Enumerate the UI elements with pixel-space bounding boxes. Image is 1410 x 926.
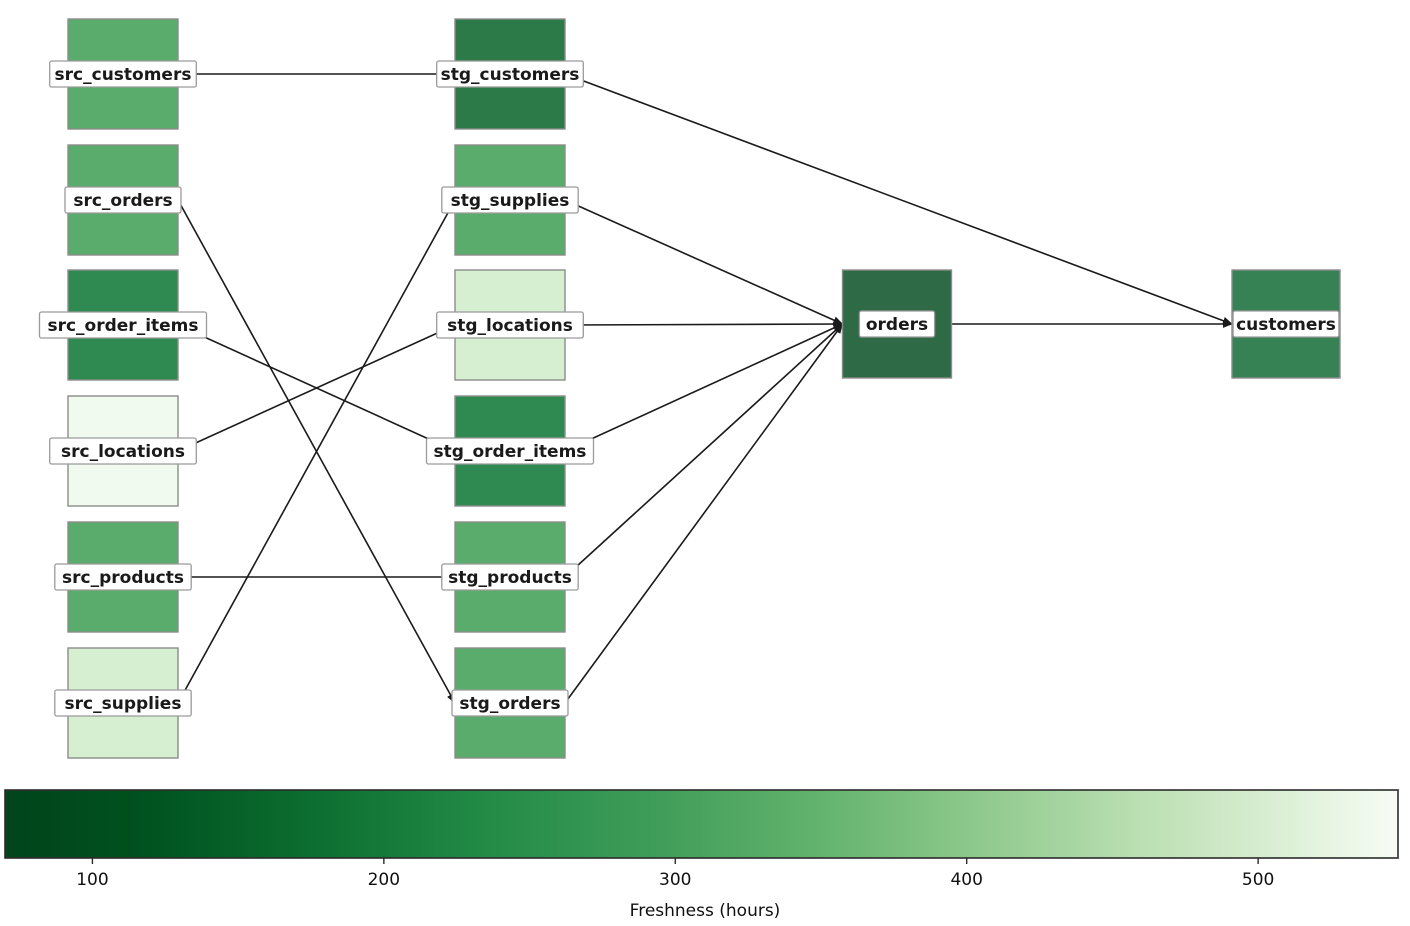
node-label-plate-stg_order_items bbox=[425, 437, 595, 465]
node-label-plate-orders bbox=[858, 310, 936, 338]
node-label-stg_supplies: stg_supplies bbox=[441, 186, 579, 214]
colorbar-group: 100 200 300 400 500 Freshness (hours) bbox=[4, 789, 1399, 921]
node-label-stg_locations: stg_locations bbox=[436, 311, 584, 339]
node-label-src_locations: src_locations bbox=[49, 437, 197, 465]
node-label-plate-stg_locations bbox=[436, 311, 584, 339]
node-label-plate-stg_customers bbox=[436, 60, 584, 88]
colorbar-ticks: 100 200 300 400 500 bbox=[76, 858, 1274, 890]
colorbar-gradient bbox=[4, 789, 1399, 859]
edge-stg_customers-to-customers bbox=[564, 73, 1233, 325]
edge-stg_supplies-to-orders bbox=[564, 199, 844, 325]
colorbar-tick-label-500: 500 bbox=[1242, 870, 1274, 890]
node-label-src_supplies: src_supplies bbox=[54, 689, 192, 717]
edge-stg_orders-to-orders bbox=[564, 323, 844, 704]
node-label-text-src_locations: src_locations bbox=[61, 442, 185, 462]
node-label-text-stg_products: stg_products bbox=[448, 568, 572, 588]
node-label-customers: customers bbox=[1232, 310, 1340, 338]
edge-stg_locations-to-orders bbox=[564, 320, 844, 329]
node-label-stg_customers: stg_customers bbox=[436, 60, 584, 88]
node-label-plate-customers bbox=[1232, 310, 1340, 338]
node-label-text-stg_orders: stg_orders bbox=[459, 694, 560, 714]
node-label-src_orders: src_orders bbox=[64, 186, 182, 214]
node-label-plate-src_products bbox=[54, 563, 192, 591]
node-label-text-stg_locations: stg_locations bbox=[447, 316, 573, 336]
node-label-text-customers: customers bbox=[1236, 315, 1336, 335]
node-label-plate-stg_products bbox=[441, 563, 579, 591]
node-label-plate-stg_supplies bbox=[441, 186, 579, 214]
node-label-stg_order_items: stg_order_items bbox=[425, 437, 595, 465]
edge-stg_order_items-to-orders bbox=[564, 323, 844, 452]
node-label-text-src_orders: src_orders bbox=[73, 191, 172, 211]
node-label-text-src_supplies: src_supplies bbox=[65, 694, 182, 714]
node-label-src_products: src_products bbox=[54, 563, 192, 591]
node-labels-group: src_customers src_orders src_order_itemssr… bbox=[38, 60, 1340, 717]
node-label-stg_orders: stg_orders bbox=[451, 689, 569, 717]
node-label-plate-stg_orders bbox=[451, 689, 569, 717]
node-label-stg_products: stg_products bbox=[441, 563, 579, 591]
node-label-text-stg_customers: stg_customers bbox=[441, 65, 580, 85]
node-label-src_order_items: src_order_items bbox=[38, 311, 208, 339]
edge-stg_products-to-orders bbox=[564, 323, 844, 578]
colorbar-tick-label-300: 300 bbox=[659, 870, 691, 890]
node-label-src_customers: src_customers bbox=[49, 60, 197, 88]
node-label-plate-src_supplies bbox=[54, 689, 192, 717]
colorbar-tick-label-200: 200 bbox=[368, 870, 400, 890]
edges-group bbox=[177, 73, 1233, 704]
colorbar-axis-label: Freshness (hours) bbox=[630, 901, 781, 921]
node-label-text-src_products: src_products bbox=[62, 568, 184, 588]
node-label-plate-src_customers bbox=[49, 60, 197, 88]
node-label-orders: orders bbox=[858, 310, 936, 338]
colorbar-tick-label-400: 400 bbox=[950, 870, 982, 890]
nodes-group bbox=[67, 18, 1341, 759]
node-label-plate-src_order_items bbox=[38, 311, 208, 339]
node-label-text-src_customers: src_customers bbox=[55, 65, 192, 85]
node-label-text-stg_supplies: stg_supplies bbox=[451, 191, 570, 211]
node-label-plate-src_locations bbox=[49, 437, 197, 465]
node-label-text-stg_order_items: stg_order_items bbox=[434, 442, 587, 462]
node-label-text-orders: orders bbox=[866, 315, 928, 335]
colorbar-tick-label-100: 100 bbox=[76, 870, 108, 890]
node-label-plate-src_orders bbox=[64, 186, 182, 214]
edge-src_locations-to-stg_locations bbox=[177, 324, 456, 452]
edge-src_supplies-to-stg_supplies bbox=[177, 199, 456, 704]
node-label-text-src_order_items: src_order_items bbox=[47, 316, 198, 336]
